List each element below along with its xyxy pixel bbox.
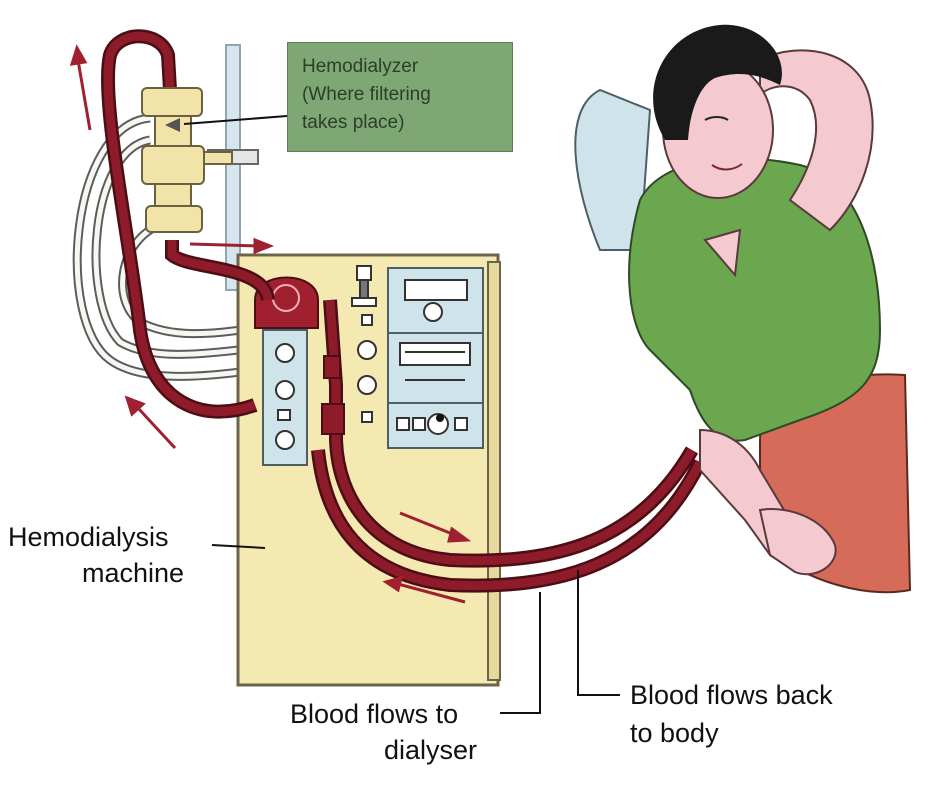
- hemodialyzer-cartridge: [141, 87, 233, 233]
- to-dialyser-label-line-2: dialyser: [384, 735, 478, 765]
- machine-label-line-1: Hemodialysis: [8, 522, 169, 552]
- back-to-body-label-line-1: Blood flows back: [630, 680, 833, 710]
- left-panel-dials: [275, 343, 295, 450]
- callout-line-1: Hemodialyzer: [302, 56, 419, 77]
- callout-line-2: (Where filtering: [302, 84, 431, 105]
- callout-line-3: takes place): [302, 112, 405, 133]
- callout-pointer: [183, 115, 288, 125]
- to-dialyser-label-line-1: Blood flows to: [290, 699, 459, 729]
- patient-hand: [758, 508, 837, 576]
- centre-controls: [351, 265, 377, 423]
- label-leaders: [211, 544, 620, 714]
- patient-raised-arm: [759, 49, 874, 232]
- iv-pole: [225, 44, 241, 291]
- hemodialyzer-callout: Hemodialyzer (Where filtering takes plac…: [287, 42, 513, 152]
- machine-label-line-2: machine: [82, 558, 185, 588]
- machine-side: [487, 261, 501, 681]
- flow-arrows: [69, 44, 472, 604]
- blood-line-arterial: [311, 449, 707, 593]
- patient-hair: [653, 24, 782, 140]
- back-to-body-label-line-2: to body: [630, 718, 719, 748]
- blood-line-venous: [323, 299, 699, 568]
- blood-line-dialyzer-loop: [101, 29, 275, 419]
- chair-back: [574, 88, 652, 251]
